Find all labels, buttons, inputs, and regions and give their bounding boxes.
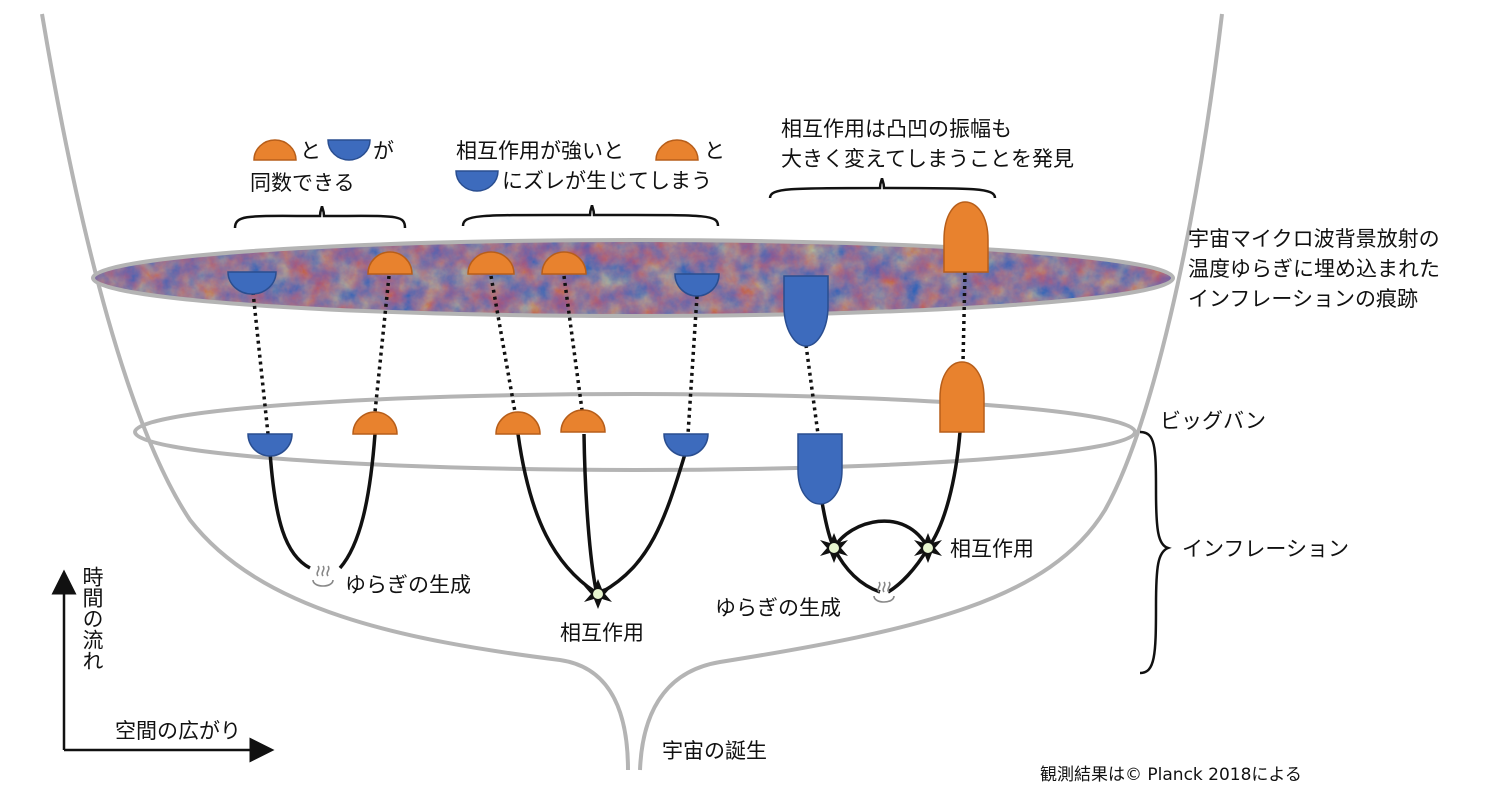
time-axis-label: 時間の流れ — [80, 566, 104, 671]
brace-inflation — [1139, 430, 1172, 675]
blue-trough-marker — [783, 275, 829, 347]
universe-left-wall — [40, 13, 630, 771]
fluct-path — [516, 433, 596, 594]
big-bang-label: ビッグバン — [1160, 409, 1266, 433]
orange-peak-marker — [939, 361, 985, 433]
brace-group-1 — [233, 205, 407, 229]
fluct-gen-label: ゆらぎの生成 — [345, 573, 471, 597]
orange-peak-marker — [495, 411, 541, 435]
big-bang-ring — [133, 392, 1137, 472]
group2-line1-label: 相互作用が強いと — [456, 139, 624, 163]
fluct-path — [887, 547, 930, 594]
orange-peak-marker — [943, 201, 989, 273]
fluct-path — [582, 433, 598, 591]
space-axis-label: 空間の広がり — [115, 719, 241, 743]
orange-peak-marker — [367, 251, 413, 275]
blue-trough-marker — [663, 433, 709, 457]
group2-line1-suffix-label: と — [704, 139, 725, 163]
interaction-label: 相互作用 — [560, 621, 644, 645]
blue-trough-marker — [455, 170, 499, 192]
orange-peak-marker — [541, 251, 587, 275]
brace-group-2 — [461, 204, 720, 227]
orange-peak-marker — [655, 139, 699, 161]
orange-peak-marker — [467, 251, 515, 275]
steam-icon — [312, 565, 334, 587]
universe-right-wall — [638, 13, 1224, 771]
interaction-star-icon — [584, 579, 612, 609]
dotted-link — [373, 275, 391, 413]
interaction-star-icon — [820, 533, 848, 563]
blue-trough-marker — [227, 271, 277, 295]
cmb-line2-label: 温度ゆらぎに埋め込まれた — [1188, 257, 1440, 281]
dotted-link — [686, 295, 699, 435]
group1-suffix-label: が — [373, 139, 394, 163]
steam-icon — [873, 581, 895, 603]
group3-line2-label: 大きく変えてしまうことを発見 — [781, 147, 1074, 171]
dotted-link — [251, 291, 270, 435]
interaction-star-icon — [914, 533, 942, 563]
credit-label: 観測結果は© Planck 2018による — [1040, 765, 1302, 785]
orange-peak-marker — [253, 139, 297, 161]
fluct-path — [832, 519, 930, 549]
fluct-path — [832, 547, 881, 594]
interaction-label: 相互作用 — [950, 537, 1034, 561]
dotted-link — [804, 344, 820, 435]
fluct-path — [268, 451, 311, 570]
fluct-path — [926, 431, 962, 550]
fluct-path — [338, 433, 377, 570]
inflation-label: インフレーション — [1182, 537, 1349, 561]
fluct-gen-label: ゆらぎの生成 — [715, 596, 841, 620]
fluct-path — [601, 453, 687, 594]
group1-connector-label: と — [300, 139, 321, 163]
dotted-link — [961, 271, 967, 363]
cmb-line3-label: インフレーションの痕跡 — [1188, 287, 1418, 311]
orange-peak-marker — [560, 409, 606, 433]
blue-trough-marker — [797, 433, 843, 505]
dotted-link — [562, 275, 584, 411]
group1-line2-label: 同数できる — [250, 171, 355, 195]
blue-trough-marker — [247, 433, 293, 457]
blue-trough-marker — [327, 139, 371, 161]
group2-line2-label: にズレが生じてしまう — [502, 169, 712, 193]
birth-label: 宇宙の誕生 — [662, 739, 767, 763]
blue-trough-marker — [674, 273, 720, 297]
group3-line1-label: 相互作用は凸凹の振幅も — [781, 117, 1012, 141]
cmb-line1-label: 宇宙マイクロ波背景放射の — [1188, 227, 1440, 251]
orange-peak-marker — [352, 411, 398, 435]
dotted-link — [489, 275, 517, 413]
brace-group-3 — [768, 177, 997, 199]
